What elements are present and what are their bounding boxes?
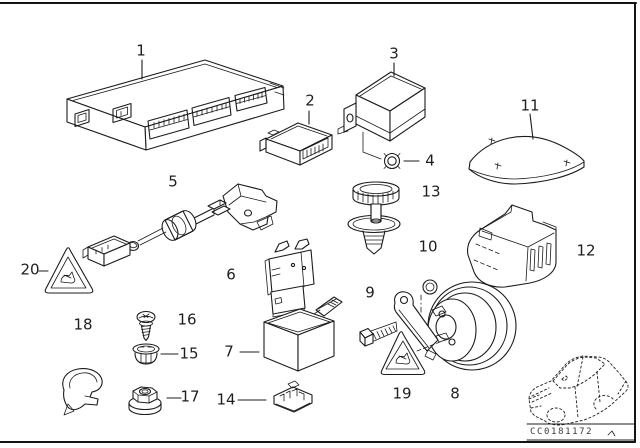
callout-15: 15 (179, 344, 199, 363)
callout-16: 16 (177, 310, 197, 329)
callout-19: 19 (392, 384, 412, 403)
callout-7: 7 (224, 342, 234, 361)
part-15-grommet-drawing (132, 343, 160, 365)
part-20-warning-triangle-icon (44, 247, 94, 294)
part-11-cover-plate-drawing (468, 135, 585, 185)
frame-border (0, 2, 637, 443)
footer-mark (607, 430, 616, 437)
callout-18: 18 (73, 315, 93, 334)
part-3-relay-drawing (337, 71, 426, 142)
part-6-switch-drawing (264, 238, 315, 318)
callout-6: 6 (226, 265, 236, 284)
alarm-symbol (395, 352, 411, 365)
part-18-clip-drawing (62, 368, 103, 416)
part-9-bolt-drawing (359, 321, 398, 347)
callout-2: 2 (305, 91, 315, 110)
callout-10: 10 (418, 237, 438, 256)
callout-13: 13 (421, 182, 441, 201)
callout-8: 8 (450, 384, 460, 403)
alarm-symbol (60, 271, 76, 284)
part-16-screw-drawing (136, 310, 156, 342)
callout-17: 17 (180, 387, 200, 406)
callout-12: 12 (576, 241, 596, 260)
callout-4: 4 (425, 151, 435, 170)
diagram-code: CC0181172 (530, 427, 594, 437)
part-17-flange-nut-drawing (128, 386, 162, 416)
part-7-holder-drawing (263, 296, 343, 372)
callout-leader-lines (38, 59, 534, 401)
car-silhouette (528, 355, 629, 426)
part-5-sensor-cable-drawing (82, 183, 278, 267)
callout-5: 5 (168, 172, 178, 191)
footer-block (526, 423, 635, 441)
callout-20: 20 (20, 260, 40, 279)
callout-9: 9 (365, 283, 375, 302)
part-12-bracket-drawing (467, 204, 557, 288)
part-13-thumbscrew-drawing (352, 181, 400, 224)
part-2-module-drawing (259, 122, 333, 166)
part-8-siren-drawing (393, 281, 517, 371)
callout-11: 11 (520, 96, 540, 115)
part-4-nut-drawing (362, 131, 401, 170)
part-19-warning-triangle-icon (380, 279, 446, 376)
leader-line-11 (529, 113, 534, 140)
callout-14: 14 (216, 390, 236, 409)
part-14-clip-drawing (273, 380, 313, 413)
part-1-control-unit-drawing (66, 59, 285, 151)
callout-3: 3 (389, 44, 399, 63)
callout-1: 1 (136, 41, 146, 60)
